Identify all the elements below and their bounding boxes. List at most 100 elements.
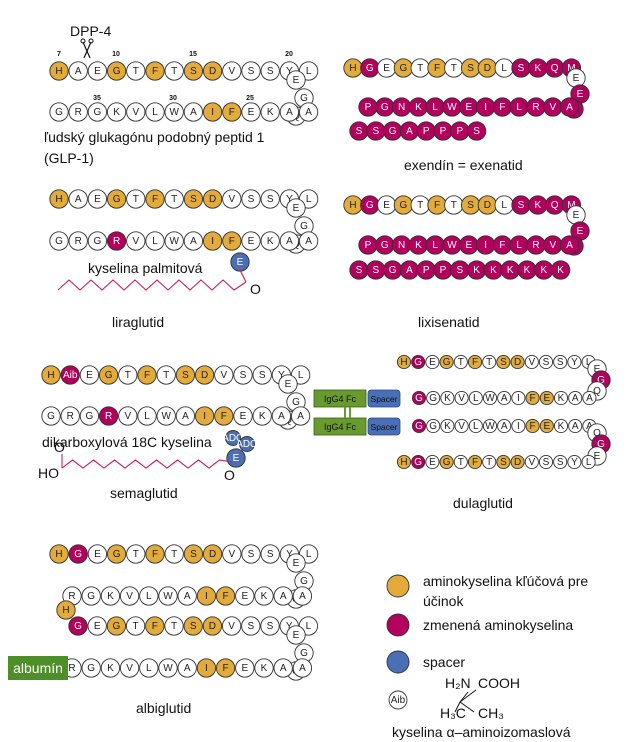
svg-text:A: A — [190, 236, 197, 247]
glp1-residue: T — [164, 61, 184, 81]
svg-text:I: I — [484, 240, 487, 251]
svg-text:F: F — [229, 236, 235, 247]
albiglutide-residue: E — [87, 544, 108, 564]
dulaglutide-residue: G — [411, 390, 427, 406]
svg-text:K: K — [261, 591, 268, 602]
diacid-ho-label: HO — [38, 465, 59, 481]
albiglutide-residue: A — [273, 658, 293, 678]
albiglutide-residue: S — [183, 616, 203, 636]
svg-text:N: N — [398, 240, 405, 251]
svg-text:V: V — [458, 393, 465, 404]
exendin-residue: T — [444, 58, 464, 78]
svg-text:A: A — [305, 236, 312, 247]
svg-text:G: G — [366, 200, 374, 211]
svg-text:L: L — [501, 200, 507, 211]
svg-text:Spacer: Spacer — [371, 422, 398, 432]
glp1-residue: G — [49, 102, 69, 122]
svg-text:ADO: ADO — [222, 433, 244, 444]
svg-text:F: F — [530, 393, 536, 404]
albiglutide-residue: H — [56, 600, 76, 620]
lixisenatide-residue: L — [509, 235, 529, 255]
semaglutide-residue: T — [118, 365, 138, 385]
exendin-tail-residue: A — [399, 121, 420, 141]
glp1-residue: L — [145, 102, 165, 122]
residue-number: 30 — [169, 95, 177, 102]
svg-text:V: V — [228, 66, 235, 77]
aib-structure-label: H₂N — [445, 675, 471, 691]
glp1-residue: V — [126, 102, 146, 122]
exendin-tail-residue: G — [382, 121, 403, 141]
svg-text:P: P — [456, 126, 463, 137]
svg-text:F: F — [472, 357, 478, 368]
exendin-residue: F — [427, 58, 447, 78]
albiglutide-turn-residue: E — [286, 625, 306, 645]
svg-text:A: A — [297, 411, 304, 422]
albiglutide-residue: V — [222, 544, 242, 564]
albiglutide-residue: S — [241, 544, 261, 564]
svg-text:N: N — [398, 102, 405, 113]
svg-text:S: S — [356, 126, 363, 137]
svg-text:S: S — [190, 194, 197, 205]
liraglutide-residue: S — [260, 189, 280, 209]
svg-text:L: L — [432, 102, 438, 113]
svg-text:V: V — [228, 194, 235, 205]
svg-text:S: S — [500, 357, 507, 368]
svg-text:G: G — [414, 357, 422, 368]
svg-text:W: W — [447, 102, 457, 113]
lixisenatide-residue: I — [475, 235, 496, 255]
legend-key-label-line2: účinok — [423, 593, 464, 609]
svg-text:S: S — [190, 549, 197, 560]
svg-text:G: G — [55, 107, 63, 118]
svg-text:H: H — [55, 549, 62, 560]
liraglutide-residue: D — [202, 189, 223, 209]
svg-text:F: F — [499, 102, 505, 113]
albiglutide-residue: T — [164, 616, 184, 636]
exendin-turn-residue: E — [566, 68, 586, 88]
svg-text:Y: Y — [278, 370, 285, 381]
albiglutide-residue: S — [241, 616, 261, 636]
svg-text:G: G — [74, 549, 82, 560]
albiglutide-residue: S — [183, 544, 204, 564]
svg-text:K: K — [534, 63, 541, 74]
svg-text:P: P — [365, 240, 372, 251]
semaglutide-caption: semaglutid — [110, 485, 178, 501]
albiglutide-residue: G — [68, 616, 88, 636]
exendin-tail-residue: S — [349, 121, 369, 141]
svg-text:L: L — [146, 663, 152, 674]
svg-text:T: T — [171, 66, 177, 77]
svg-text:G: G — [94, 107, 102, 118]
svg-text:S: S — [248, 549, 255, 560]
liraglutide-residue: F — [145, 189, 165, 209]
svg-text:K: K — [259, 411, 266, 422]
legend-key-swatch — [386, 574, 410, 598]
dulaglutide-residue: I — [511, 418, 526, 434]
svg-text:L: L — [152, 236, 158, 247]
svg-text:G: G — [86, 411, 94, 422]
liraglutide-residue: F — [222, 231, 242, 251]
svg-text:A: A — [280, 591, 287, 602]
lixisenatide-tail-residue: K — [550, 260, 571, 280]
svg-text:R: R — [68, 663, 75, 674]
svg-text:E: E — [94, 549, 101, 560]
svg-text:V: V — [132, 236, 139, 247]
legend-aib-symbol: Aib — [388, 690, 408, 710]
exendin-residue: Q — [544, 58, 565, 78]
svg-text:I: I — [484, 102, 487, 113]
dulaglutide-residue: I — [511, 390, 526, 406]
svg-text:A: A — [286, 236, 293, 247]
albiglutide-residue: K — [100, 658, 121, 678]
albiglutide-residue: F — [145, 616, 165, 636]
carbonyl-o-label: O — [250, 281, 261, 297]
svg-text:I: I — [211, 107, 214, 118]
semaglutide-residue: F — [137, 365, 157, 385]
glp1-caption-line1: ľudský glukagónu podobný peptid 1 — [44, 129, 265, 145]
lixisenatide-tail-residue: K — [483, 260, 504, 280]
svg-text:K: K — [558, 393, 565, 404]
glp1-residue: G — [87, 102, 108, 122]
aib-structure-label: COOH — [478, 675, 520, 691]
svg-text:G: G — [415, 393, 423, 404]
semaglutide-residue: E — [79, 365, 100, 385]
residue-number: 25 — [246, 95, 254, 102]
lixisenatide-residue: Q — [544, 195, 565, 215]
